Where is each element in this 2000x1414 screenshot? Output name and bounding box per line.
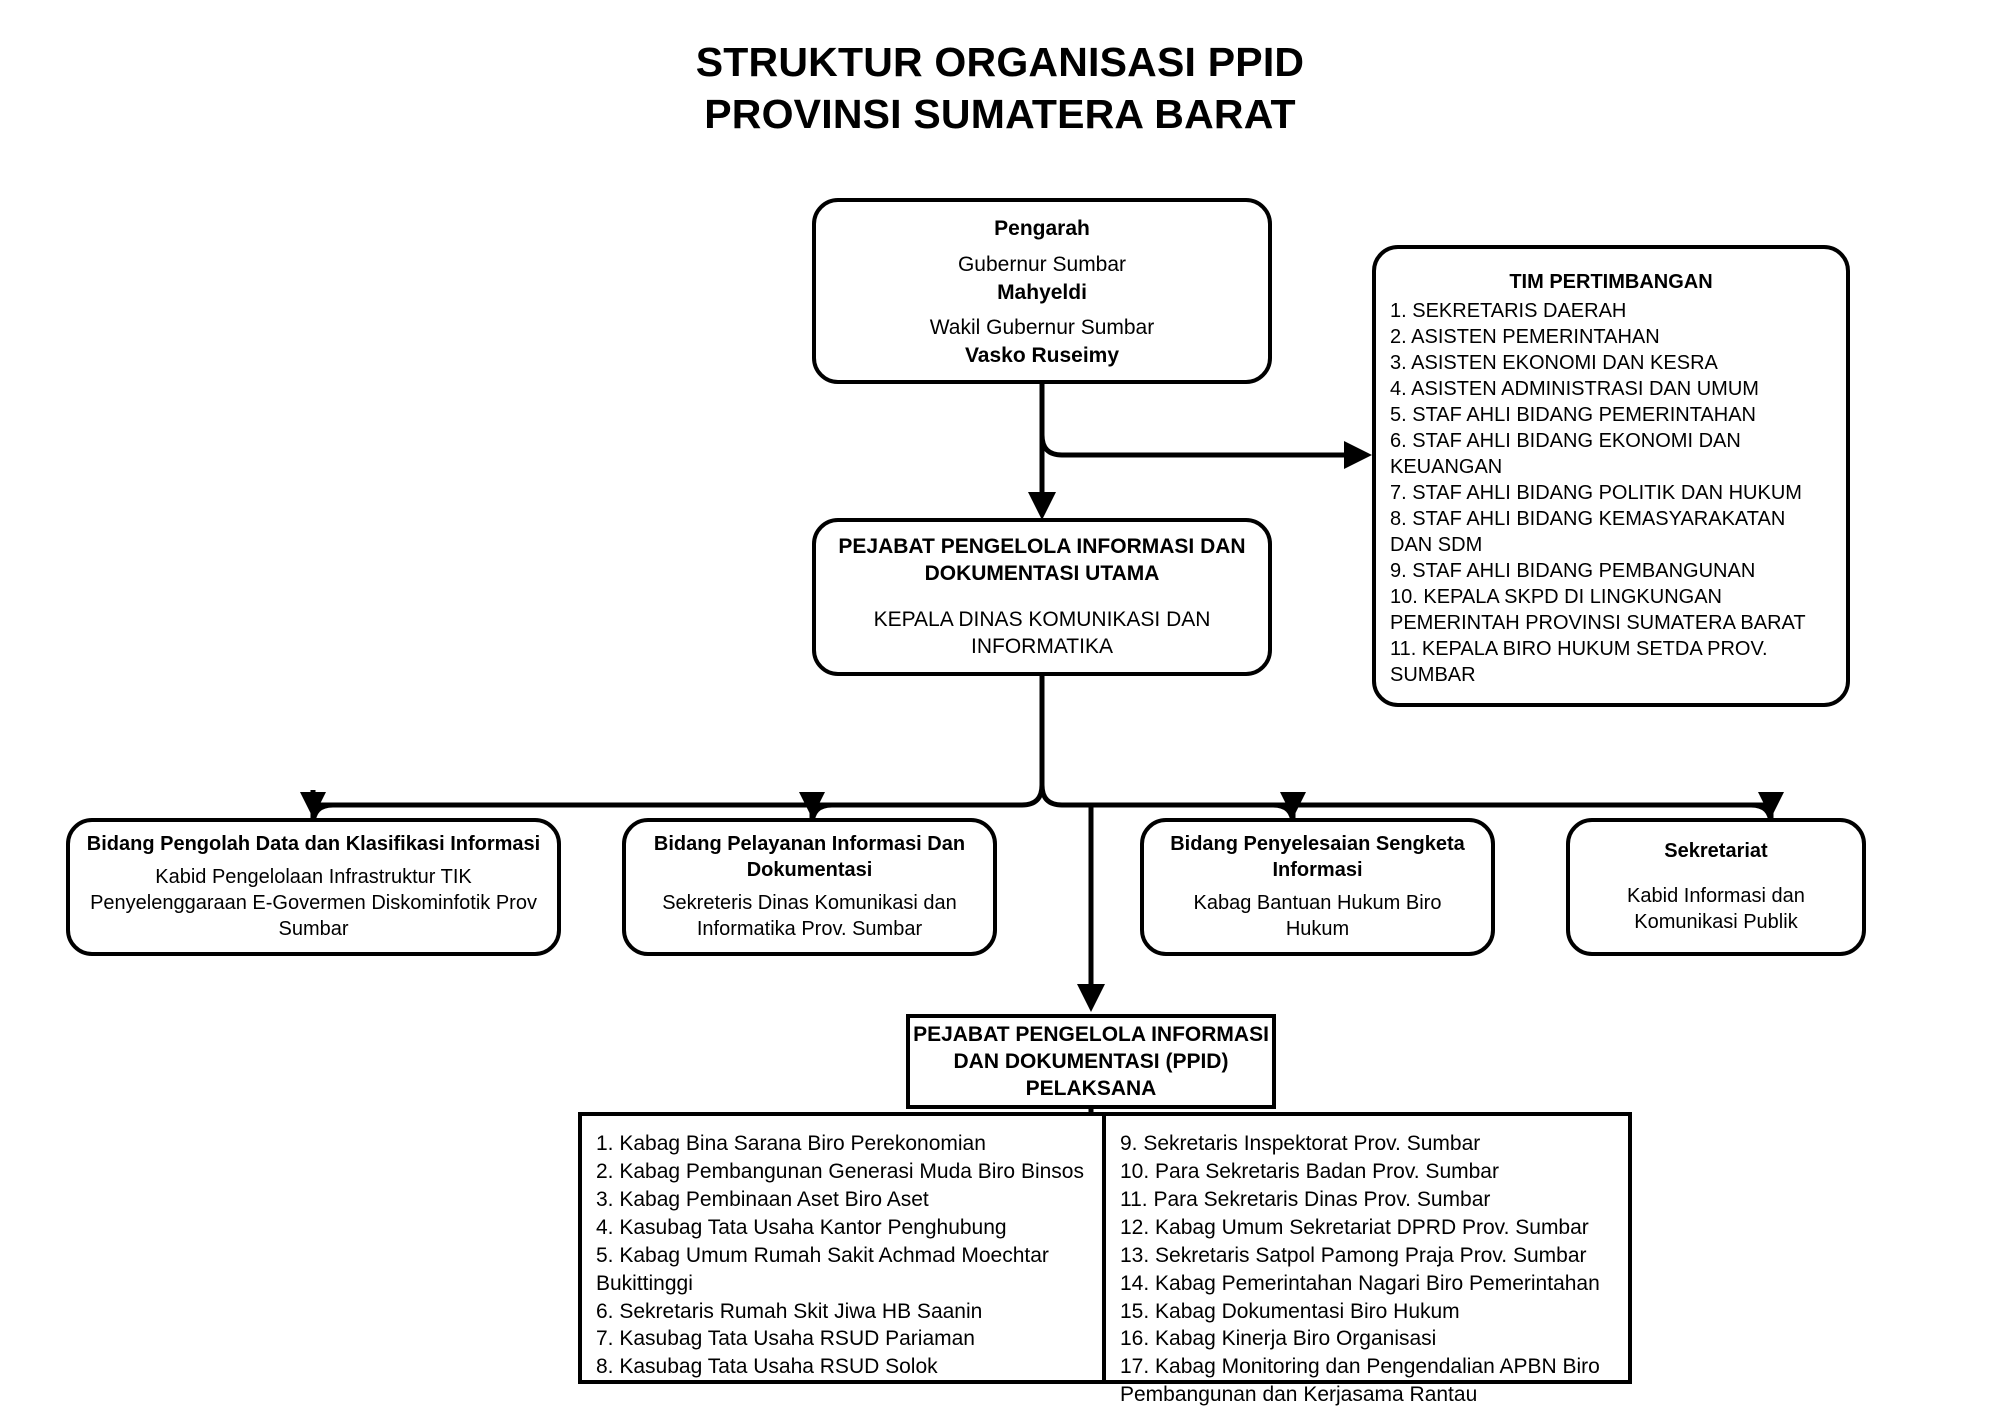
list-item: 17. Kabag Monitoring dan Pengendalian AP… [1120,1355,1600,1407]
list-item: 8. Kasubag Tata Usaha RSUD Solok [596,1355,938,1379]
list-item: 5. Kabag Umum Rumah Sakit Achmad Moechta… [596,1243,1049,1295]
list-item: 4. ASISTEN ADMINISTRASI DAN UMUM [1390,378,1759,400]
page-title: STRUKTUR ORGANISASI PPID PROVINSI SUMATE… [0,36,2000,141]
pengarah-role1-name: Mahyeldi [997,281,1087,305]
list-item: 8. STAF AHLI BIDANG KEMASYARAKATAN DAN S… [1390,508,1786,556]
arrowhead-to-tim [1344,441,1372,469]
ppid-utama-header-line1: PEJABAT PENGELOLA INFORMASI DAN [838,534,1246,558]
arrowhead-to-ppid-utama [1028,492,1056,520]
list-item: 13. Sekretaris Satpol Pamong Praja Prov.… [1120,1243,1587,1267]
list-item: 11. KEPALA BIRO HUKUM SETDA PROV. SUMBAR [1390,638,1768,686]
pengarah-role1-title: Gubernur Sumbar [957,253,1127,277]
list-item: 10. KEPALA SKPD DI LINGKUNGAN PEMERINTAH… [1390,586,1806,634]
list-item: 4. Kasubag Tata Usaha Kantor Penghubung [596,1215,1007,1239]
list-item: 3. Kabag Pembinaan Aset Biro Aset [596,1187,929,1211]
node-bidang-pelayanan-informasi[interactable]: Bidang Pelayanan Informasi Dan Dokumenta… [622,818,997,956]
list-item: 15. Kabag Dokumentasi Biro Hukum [1120,1299,1460,1323]
list-item: 1. SEKRETARIS DAERAH [1390,300,1627,322]
list-item: 3. ASISTEN EKONOMI DAN KESRA [1390,352,1718,374]
bidang-3-header: Bidang Penyelesaian Sengketa Informasi [1170,833,1465,881]
arrowhead-bidang-3 [1280,792,1306,818]
list-item: 2. ASISTEN PEMERINTAHAN [1390,326,1660,348]
ppid-pelaksana-header-line2: DAN DOKUMENTASI (PPID) [953,1049,1229,1073]
connector-bus-right [1039,784,1771,808]
ppid-pelaksana-header-line3: PELAKSANA [1025,1077,1157,1101]
list-item: 5. STAF AHLI BIDANG PEMERINTAHAN [1390,404,1756,426]
ppid-pelaksana-header-line1: PEJABAT PENGELOLA INFORMASI [913,1022,1269,1046]
ppid-pelaksana-right-list[interactable]: 9. Sekretaris Inspektorat Prov. Sumbar 1… [1102,1112,1632,1406]
node-bidang-penyelesaian-sengketa[interactable]: Bidang Penyelesaian Sengketa Informasi K… [1140,818,1495,956]
bidang-2-header: Bidang Pelayanan Informasi Dan Dokumenta… [653,833,966,881]
title-line-2: PROVINSI SUMATERA BARAT [704,91,1296,138]
list-item: 12. Kabag Umum Sekretariat DPRD Prov. Su… [1120,1215,1589,1239]
list-item: 14. Kabag Pemerintahan Nagari Biro Pemer… [1120,1271,1600,1295]
ppid-pelaksana-left-list[interactable]: 1. Kabag Bina Sarana Biro Perekonomian 2… [578,1112,1106,1384]
tim-pertimbangan-title: TIM PERTIMBANGAN [1509,271,1713,293]
connector-pengarah-to-tim [1039,434,1355,458]
node-ppid-pelaksana[interactable]: PEJABAT PENGELOLA INFORMASI DAN DOKUMENT… [906,1014,1276,1109]
node-sekretariat[interactable]: Sekretariat Kabid Informasi dan Komunika… [1566,818,1866,956]
bidang-1-header: Bidang Pengolah Data dan Klasifikasi Inf… [86,833,541,855]
bidang-3-subtitle: Kabag Bantuan Hukum Biro Hukum [1193,892,1442,940]
list-item: 1. Kabag Bina Sarana Biro Perekonomian [596,1132,986,1155]
bidang-1-subtitle: Kabid Pengelolaan Infrastruktur TIK Peny… [90,866,537,940]
list-item: 6. STAF AHLI BIDANG EKONOMI DAN KEUANGAN [1390,430,1741,478]
node-bidang-pengolah-data[interactable]: Bidang Pengolah Data dan Klasifikasi Inf… [66,818,561,956]
list-item: 11. Para Sekretaris Dinas Prov. Sumbar [1120,1187,1491,1211]
pengarah-header: Pengarah [994,217,1090,240]
bidang-4-subtitle: Kabid Informasi dan Komunikasi Publik [1627,884,1805,933]
arrowhead-bidang-2 [799,792,825,818]
connector-bus-left [313,755,1045,808]
list-item: 9. STAF AHLI BIDANG PEMBANGUNAN [1390,560,1756,582]
list-item: 7. Kasubag Tata Usaha RSUD Pariaman [596,1327,975,1351]
arrowhead-bidang-4 [1758,792,1784,818]
node-ppid-utama[interactable]: PEJABAT PENGELOLA INFORMASI DAN DOKUMENT… [812,518,1272,676]
bidang-4-header: Sekretariat [1664,840,1768,863]
bidang-2-subtitle: Sekreteris Dinas Komunikasi dan Informat… [662,892,957,940]
right-list: 9. Sekretaris Inspektorat Prov. Sumbar 1… [1120,1130,1616,1409]
arrowhead-bidang-1 [300,792,326,818]
list-item: 10. Para Sekretaris Badan Prov. Sumbar [1120,1159,1499,1183]
ppid-utama-subtitle: KEPALA DINAS KOMUNIKASI DAN INFORMATIKA [873,607,1211,658]
list-item: 6. Sekretaris Rumah Skit Jiwa HB Saanin [596,1299,983,1323]
node-pengarah[interactable]: Pengarah Gubernur Sumbar Mahyeldi Wakil … [812,198,1272,384]
node-tim-pertimbangan[interactable]: TIM PERTIMBANGAN 1. SEKRETARIS DAERAH 2.… [1372,245,1850,707]
tim-pertimbangan-list: 1. SEKRETARIS DAERAH 2. ASISTEN PEMERINT… [1390,298,1832,688]
ppid-utama-header-line2: DOKUMENTASI UTAMA [924,561,1160,585]
pengarah-role2-title: Wakil Gubernur Sumbar [929,315,1155,339]
list-item: 7. STAF AHLI BIDANG POLITIK DAN HUKUM [1390,482,1802,504]
list-item: 9. Sekretaris Inspektorat Prov. Sumbar [1120,1132,1481,1155]
arrowhead-to-pelaksana [1077,984,1105,1012]
pengarah-role2-name: Vasko Ruseimy [964,343,1120,367]
title-line-1: STRUKTUR ORGANISASI PPID [695,39,1305,85]
list-item: 2. Kabag Pembangunan Generasi Muda Biro … [596,1159,1084,1183]
left-list: 1. Kabag Bina Sarana Biro Perekonomian 2… [596,1130,1090,1381]
list-item: 16. Kabag Kinerja Biro Organisasi [1120,1327,1437,1351]
